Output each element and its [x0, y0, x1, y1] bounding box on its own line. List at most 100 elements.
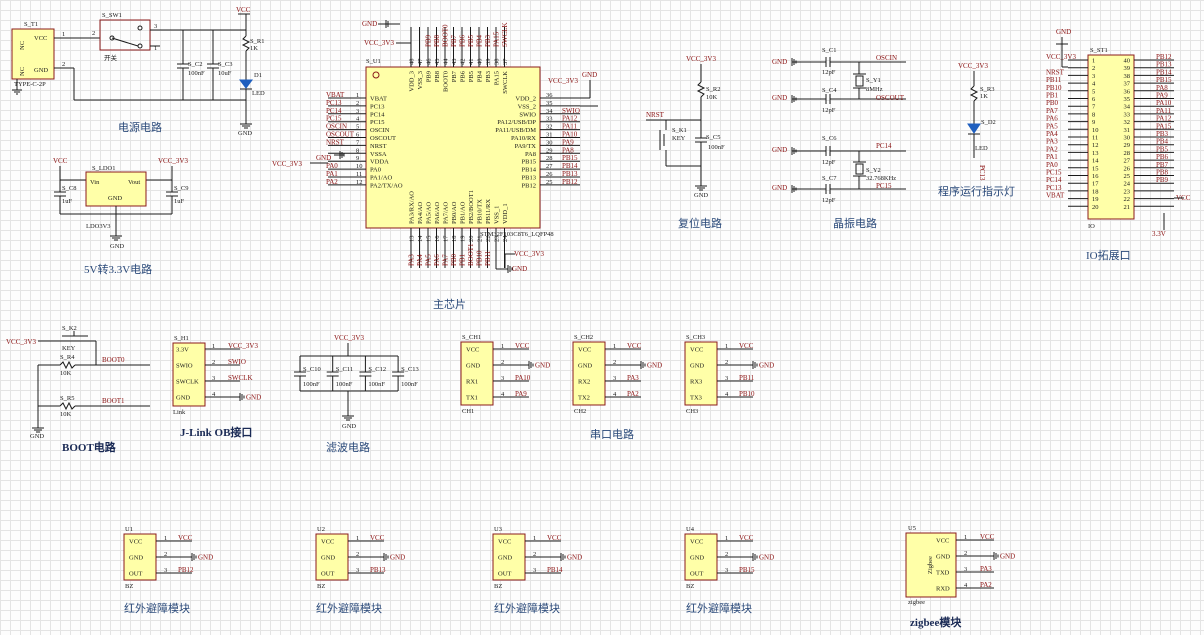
mcu-bot-vcc33: VCC_3V3 [514, 250, 544, 258]
ldo-gnd: GND [110, 243, 124, 250]
io-body[interactable] [1087, 54, 1135, 220]
filter-cap-val: 100nF [336, 381, 353, 388]
jlink-pin-num: 1 [212, 343, 215, 350]
io-net-label: VCC_3V3 [1046, 53, 1076, 61]
mcu-pin-name: OSCIN [370, 127, 390, 134]
ir1-net-label: GND [198, 554, 213, 562]
io-pin-num: 32 [1124, 119, 1131, 126]
boot-circuit: VCC_3V3 S_K2 KEY S_R4 10K BOOT0 S_R5 10K… [6, 325, 150, 440]
ir2-net-label: GND [390, 554, 405, 562]
ir4-pin-name: GND [690, 555, 704, 562]
uart1-pin-num: 1 [501, 343, 504, 350]
uart3-ref: S_CH3 [686, 334, 705, 341]
uart3-pin-num: 3 [725, 375, 728, 382]
c2-ref: S_C2 [188, 61, 202, 68]
mcu-pin-name: PB4 [477, 70, 484, 82]
mcu-chip: S_U1 STM32F103C8T6_LQFP48 GND VCC_3V3 VC… [272, 20, 598, 273]
io-pin-num: 4 [1092, 81, 1096, 88]
uart2-part: CH2 [574, 408, 586, 415]
uart2-body[interactable] [572, 341, 606, 406]
io-pin-num: 14 [1092, 158, 1099, 165]
ldo-body[interactable] [85, 171, 147, 207]
ir1-body[interactable] [123, 533, 157, 581]
jlink-body[interactable] [172, 342, 206, 407]
mcu-pin-num: 7 [356, 139, 360, 146]
title-ir2: 红外避障模块 [316, 601, 382, 615]
uart3-net-label: PB11 [739, 374, 755, 382]
mcu-pin-num: 5 [356, 124, 359, 131]
io-net-label: PA0 [1046, 161, 1058, 169]
io-net-label: PB1 [1046, 92, 1059, 100]
io-net-label: PA5 [1046, 122, 1058, 130]
t1-part: TYPE-C-2P [14, 81, 46, 88]
io-net-label: PC14 [1046, 176, 1062, 184]
zigbee-pin-name: VCC [936, 538, 949, 545]
title-ir1: 红外避障模块 [124, 601, 190, 615]
ir4-pin-num: 2 [725, 551, 728, 558]
t1-nc1: NC [19, 41, 26, 50]
filter-cap-ref: S_C13 [401, 366, 419, 373]
t1-gnd: GND [34, 67, 48, 74]
ir4-body[interactable] [684, 533, 718, 581]
filter-vcc33: VCC_3V3 [334, 334, 364, 342]
ir3-pin-num: 3 [533, 567, 536, 574]
mcu-net-label: PA7 [442, 254, 450, 266]
io-net-label: PB6 [1156, 153, 1169, 161]
uart1-body[interactable] [460, 341, 494, 406]
mcu-net-label: PB3 [484, 34, 492, 47]
jlink-net-label: VCC_3V3 [228, 342, 258, 350]
io-net-label: PA7 [1046, 107, 1058, 115]
sw1-body[interactable] [99, 19, 151, 51]
mcu-pin-num: 25 [546, 179, 553, 186]
filter-cap-val: 100nF [401, 381, 418, 388]
mcu-pin-num: 42 [460, 59, 467, 66]
ir1-pin-name: GND [129, 555, 143, 562]
mcu-net-label: PB13 [562, 170, 578, 178]
y2-val: 32.768KHz [866, 175, 896, 182]
mcu-net-label: OSCOUT [326, 131, 355, 139]
mcu-pin-num: 9 [356, 155, 359, 162]
ldo-gndpin: GND [108, 195, 122, 202]
io-pin-num: 24 [1124, 181, 1131, 188]
ir3-part: BZ [494, 583, 502, 590]
t1-body[interactable] [11, 28, 55, 80]
boot-vcc33: VCC_3V3 [6, 338, 36, 346]
mcu-pin-num: 13 [409, 236, 416, 243]
zigbee-body[interactable] [905, 532, 957, 598]
mcu-net-label: PB5 [467, 34, 475, 47]
mcu-body[interactable] [365, 66, 541, 229]
uart2-pin-name: TX2 [578, 395, 590, 402]
io-pin-num: 5 [1092, 88, 1095, 95]
zigbee-part: zigbee [908, 599, 925, 606]
io-part: IO [1088, 223, 1095, 230]
mcu-net-label: PB12 [562, 178, 578, 186]
c1-ref: S_C1 [822, 47, 836, 54]
io-pin-num: 8 [1092, 111, 1095, 118]
uart3-pin-num: 1 [725, 343, 728, 350]
uart3-body[interactable] [684, 341, 718, 406]
c1-val: 12pF [822, 69, 836, 76]
io-pin-num: 17 [1092, 181, 1099, 188]
io-pin-num: 25 [1124, 173, 1131, 180]
mcu-pin-name: PA0 [370, 167, 381, 174]
mcu-net-label: PC13 [326, 99, 342, 107]
reset-circuit: VCC_3V3 S_R2 10K NRST S_K1 KEY S_C5 100n… [646, 55, 725, 199]
xtal-pc15: PC15 [876, 182, 892, 190]
zigbee-net-label: PA3 [980, 565, 992, 573]
k2-val: KEY [62, 345, 76, 352]
uart2-net-label: GND [647, 362, 662, 370]
sw1-ref: S_SW1 [102, 12, 122, 19]
mcu-pin-num: 4 [356, 116, 360, 123]
io-net-label: PB4 [1156, 138, 1169, 146]
uart1-pin-name: TX1 [466, 395, 478, 402]
t1-pin2: 2 [62, 61, 65, 68]
io-pin-num: 34 [1124, 104, 1131, 111]
uart3-pin-num: 2 [725, 359, 728, 366]
power-vcc: VCC [236, 6, 251, 14]
mcu-net-label: PA12 [562, 115, 578, 123]
io-ref: S_ST1 [1090, 47, 1108, 54]
io-net-label: PA3 [1046, 138, 1058, 146]
